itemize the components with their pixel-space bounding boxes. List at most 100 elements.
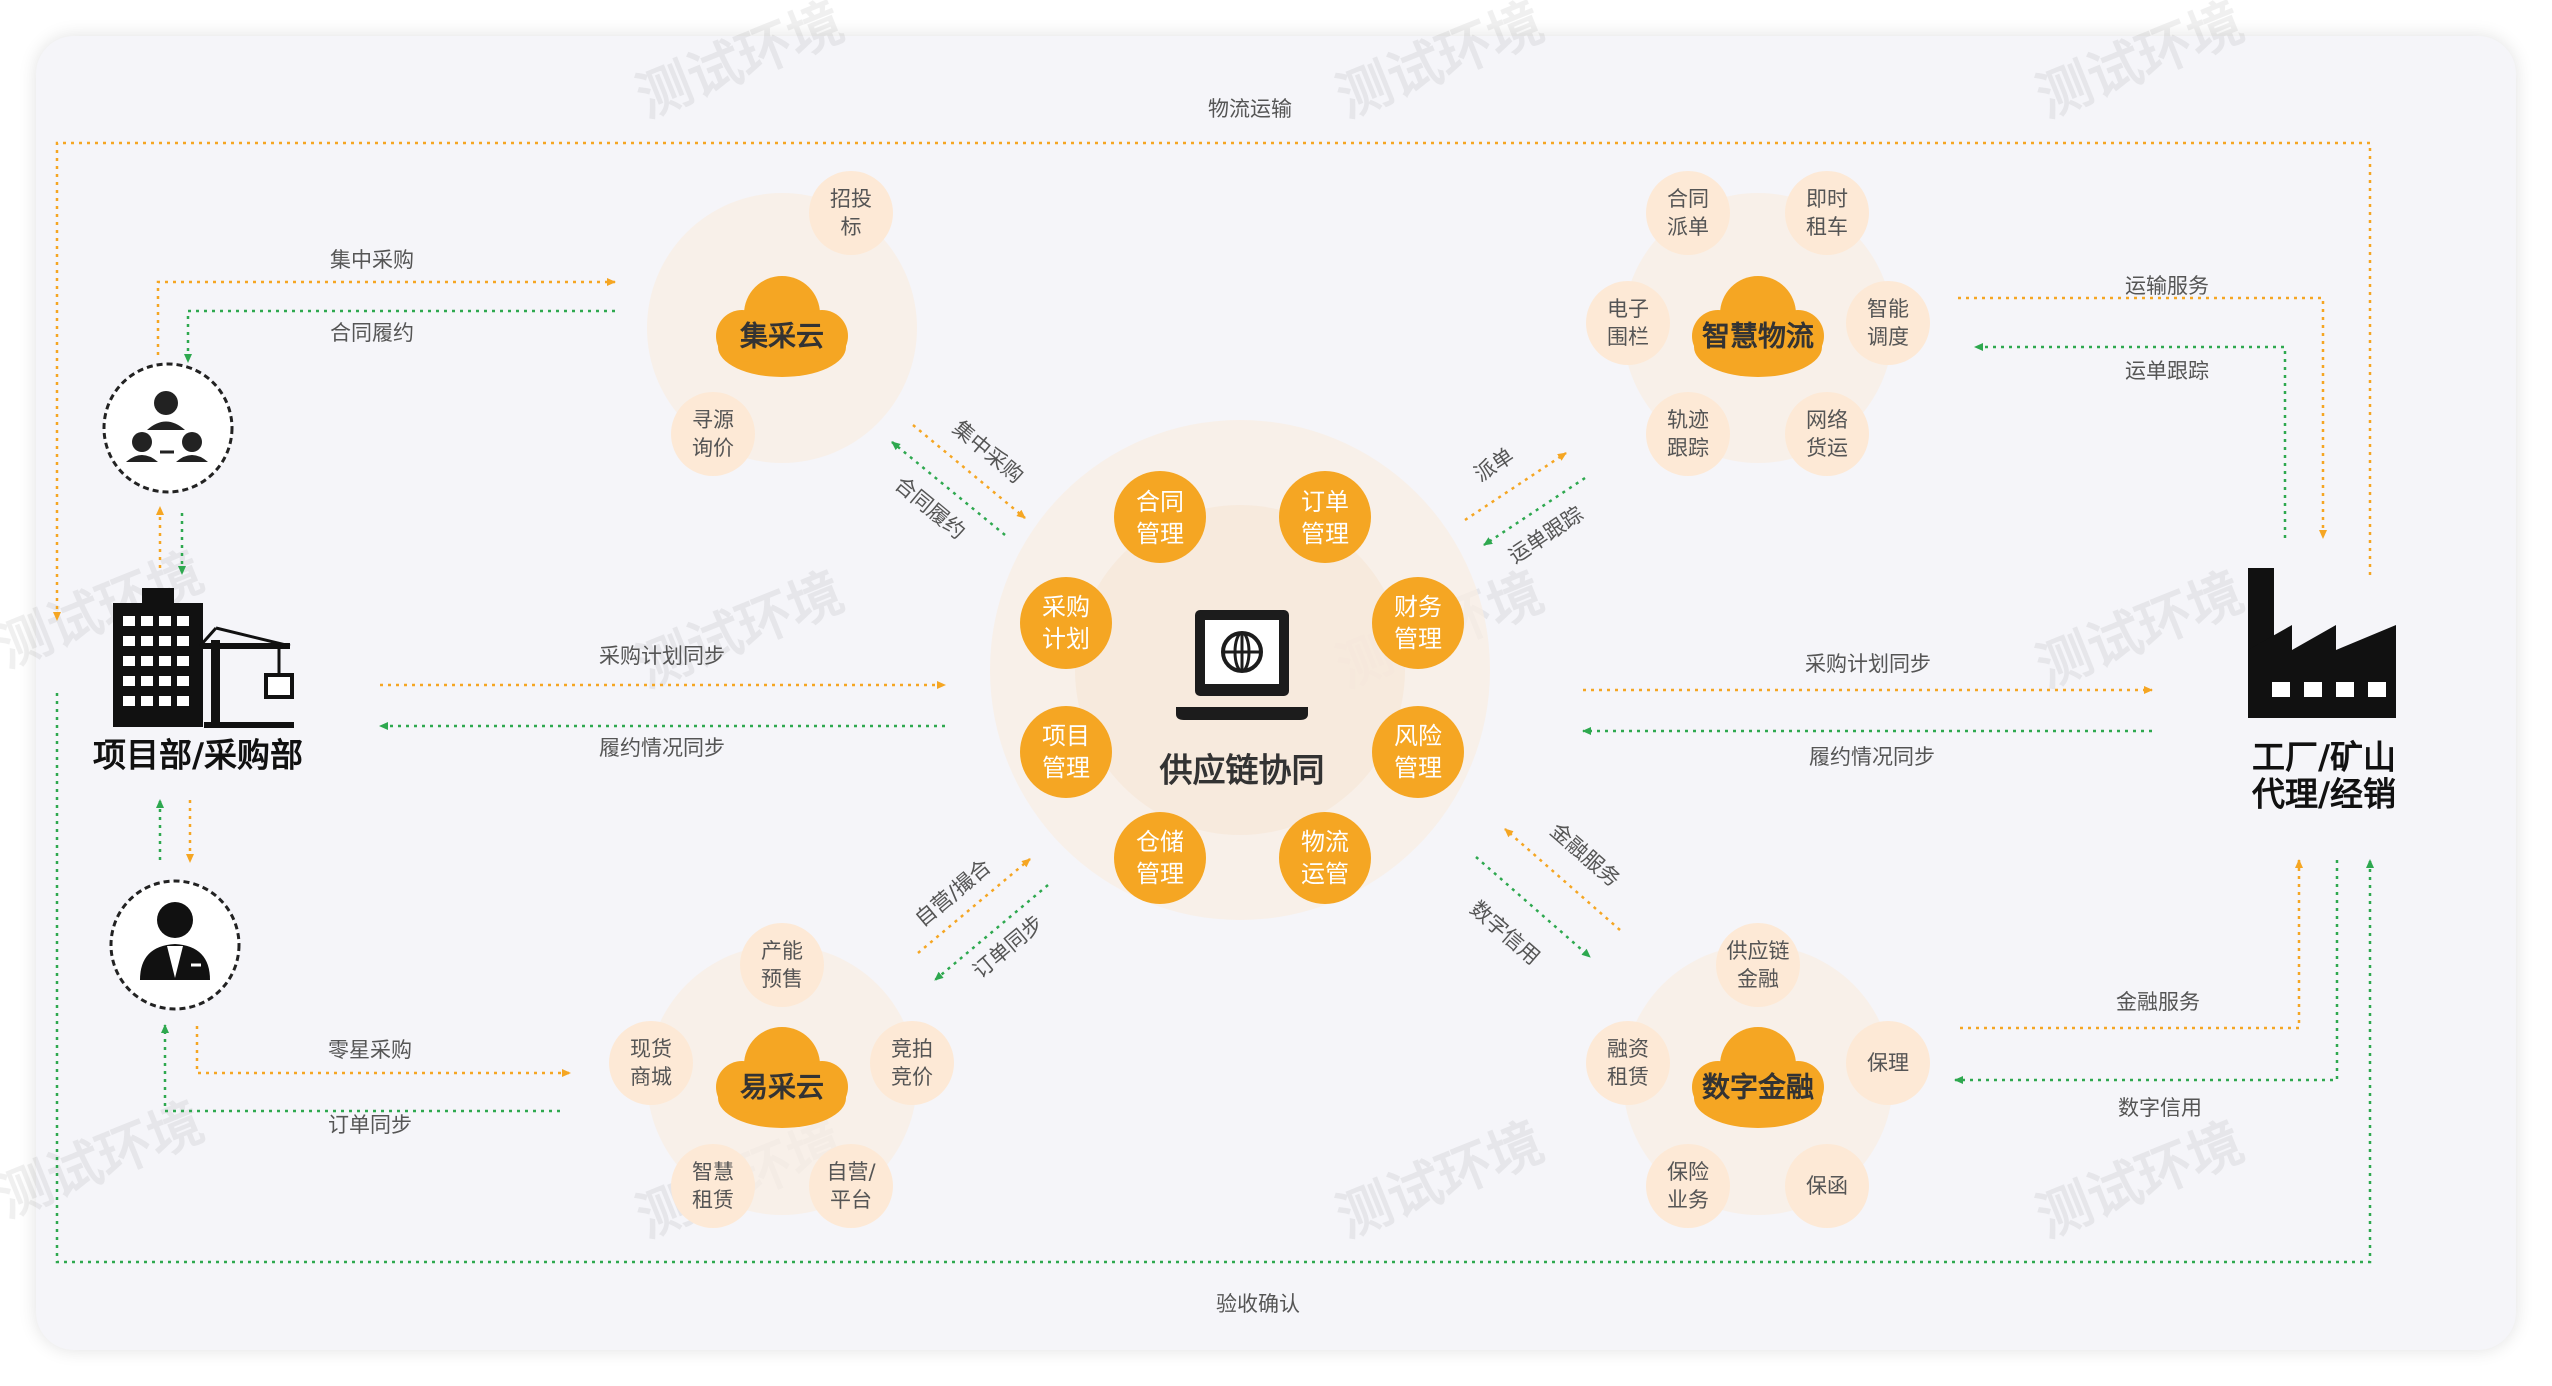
module-label: 管理 (1394, 754, 1442, 782)
service-label: 保险 (1667, 1160, 1709, 1184)
module-label: 仓储 (1136, 828, 1184, 856)
flow-label: 零星采购 (328, 1038, 412, 1062)
service-label: 围栏 (1607, 325, 1649, 349)
module-label: 管理 (1136, 860, 1184, 888)
module-label: 管理 (1042, 754, 1090, 782)
flow-label: 自营/撮合 (910, 855, 995, 932)
module-label: 管理 (1394, 625, 1442, 653)
flow-top-logistics: 物流运输 (53, 97, 2372, 621)
service-label: 电子 (1607, 297, 1649, 321)
right-title-line2: 代理/经销 (2251, 775, 2396, 814)
cluster-title: 易采云 (740, 1071, 824, 1104)
service-label: 商城 (630, 1065, 672, 1089)
flow-label: 履约情况同步 (1809, 745, 1935, 769)
service-label: 保理 (1867, 1051, 1909, 1075)
service-bubble[interactable]: 自营/平台 (809, 1144, 893, 1228)
service-label: 业务 (1667, 1188, 1709, 1212)
flow-hub-jicai: 集中采购 合同履约 (890, 416, 1028, 544)
watermark: 测试环境 (628, 560, 852, 699)
service-label: 供应链 (1727, 939, 1790, 963)
flow-label: 金融服务 (1545, 818, 1624, 891)
factory-icon (2248, 568, 2396, 718)
service-label: 产能 (761, 939, 803, 963)
module-label: 计划 (1042, 625, 1090, 653)
hub-title: 供应链协同 (1160, 751, 1325, 790)
service-label: 合同 (1667, 187, 1709, 211)
service-label: 平台 (830, 1188, 872, 1212)
flow-label: 运单跟踪 (1504, 502, 1587, 568)
service-label: 网络 (1806, 408, 1848, 432)
service-label: 招投 (830, 187, 872, 211)
watermark: 测试环境 (2028, 0, 2252, 130)
flow-label: 验收确认 (1216, 1292, 1300, 1316)
service-label: 预售 (761, 967, 803, 991)
module-label: 订单 (1301, 488, 1349, 516)
cloud-icon (1692, 1027, 1824, 1128)
flow-left-jicai: 集中采购 合同履约 (156, 248, 616, 363)
flow-label: 运单跟踪 (2125, 359, 2209, 383)
watermark: 测试环境 (2028, 560, 2252, 699)
service-label: 竞价 (891, 1065, 933, 1089)
flow-left-hub: 采购计划同步 履约情况同步 (379, 644, 946, 760)
flow-right-hub: 采购计划同步 履约情况同步 (1582, 652, 2153, 769)
service-bubble[interactable]: 招投标 (809, 171, 893, 255)
flow-label: 集中采购 (948, 416, 1028, 488)
service-label: 智能 (1867, 297, 1909, 321)
cloud-icon (716, 276, 848, 377)
service-label: 租赁 (1607, 1065, 1649, 1089)
service-label: 租赁 (692, 1188, 734, 1212)
service-label: 跟踪 (1667, 436, 1709, 460)
service-bubble[interactable]: 保理 (1846, 1021, 1930, 1105)
service-label: 保函 (1806, 1174, 1848, 1198)
flow-hub-yicai: 自营/撮合 订单同步 (910, 855, 1049, 983)
cluster-title: 智慧物流 (1702, 320, 1814, 353)
service-label: 金融 (1737, 967, 1779, 991)
flow-label: 物流运输 (1208, 97, 1292, 121)
service-bubble[interactable]: 保函 (1785, 1144, 1869, 1228)
cluster-title: 集采云 (739, 320, 824, 353)
flow-team-building (156, 506, 194, 863)
flow-label: 订单同步 (328, 1113, 412, 1137)
watermark: 测试环境 (1328, 1110, 1552, 1249)
flow-label: 合同履约 (330, 321, 414, 345)
team-icon (102, 362, 234, 494)
watermark: 测试环境 (1328, 0, 1552, 130)
watermark: 测试环境 (2028, 1110, 2252, 1249)
laptop-globe-icon (1176, 610, 1308, 720)
service-label: 派单 (1667, 215, 1709, 239)
left-title: 项目部/采购部 (93, 736, 303, 775)
service-label: 轨迹 (1667, 408, 1709, 432)
service-label: 竞拍 (891, 1037, 933, 1061)
module-label: 合同 (1136, 488, 1184, 516)
hub-module[interactable]: 采购计划 (1020, 577, 1112, 669)
flow-label: 运输服务 (2125, 274, 2209, 298)
service-label: 租车 (1806, 215, 1848, 239)
service-label: 寻源 (692, 408, 734, 432)
